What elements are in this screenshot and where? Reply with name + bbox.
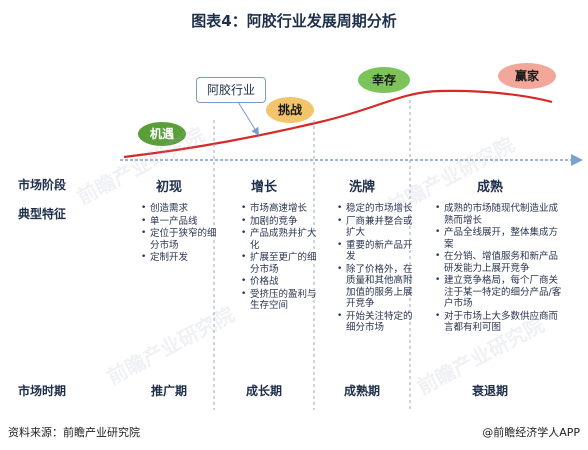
phase-name-2: 增长 xyxy=(250,180,277,195)
feature-item: 创造需求 xyxy=(141,203,220,215)
badge-opportunity: 机遇 xyxy=(138,122,186,146)
row-label-features: 典型特征 xyxy=(18,207,67,221)
feature-item: 单一产品线 xyxy=(141,216,220,228)
feature-item: 定位于狭窄的细分市场 xyxy=(141,228,220,251)
phase-features-4: 成熟的市场随现代制造业成熟而增长 产品全线展开，整体集成方案 在分销、增值服务和… xyxy=(434,203,566,335)
feature-item: 产品全线展开，整体集成方案 xyxy=(435,227,566,250)
phase-name-3: 洗牌 xyxy=(348,180,375,195)
feature-item: 定制开发 xyxy=(141,252,220,264)
badge-challenge: 挑战 xyxy=(266,97,314,123)
feature-item: 建立竞争格局，每个厂商关注于某一特定的细分产品/客户市场 xyxy=(435,275,566,310)
feature-item: 成熟的市场随现代制造业成熟而增长 xyxy=(435,203,566,226)
badge-survival: 幸存 xyxy=(358,67,410,93)
badge-winner: 赢家 xyxy=(498,63,556,89)
phase-name-4: 成熟 xyxy=(476,180,503,195)
feature-item: 受挤压的盈利与生存空间 xyxy=(241,289,322,312)
phase-features-3: 稳定的市场增长 厂商兼并整合或扩大 重要的新产品开发 除了价格外，在质量和其他高… xyxy=(336,203,416,335)
page-title: 图表4：阿胶行业发展周期分析 xyxy=(191,12,397,30)
feature-item: 厂商兼并整合或扩大 xyxy=(337,216,416,239)
source-note: 资料来源：前瞻产业研究院 xyxy=(8,426,140,439)
period-name-4: 衰退期 xyxy=(471,384,508,398)
feature-item: 扩展至更广的细分市场 xyxy=(241,252,322,275)
brand-note: @前瞻经济学人APP xyxy=(482,426,580,439)
row-label-stage: 市场阶段 xyxy=(18,178,67,192)
feature-item: 重要的新产品开发 xyxy=(337,240,416,263)
industry-callout: 阿胶行业 xyxy=(196,77,266,103)
feature-item: 对于市场上大多数供应商而言都有利可图 xyxy=(435,311,566,334)
feature-item: 除了价格外，在质量和其他高附加值的服务上展开竞争 xyxy=(337,264,416,310)
phase-name-1: 初现 xyxy=(155,180,182,195)
feature-item: 加剧的竞争 xyxy=(241,216,322,228)
period-name-3: 成熟期 xyxy=(343,384,380,398)
period-name-2: 成长期 xyxy=(245,384,282,398)
row-label-period: 市场时期 xyxy=(18,384,67,398)
feature-item: 产品成熟并扩大化 xyxy=(241,228,322,251)
feature-item: 市场高速增长 xyxy=(241,203,322,215)
feature-item: 在分销、增值服务和新产品研发能力上展开竞争 xyxy=(435,251,566,274)
callout-pointer xyxy=(237,101,260,136)
phase-features-1: 创造需求 单一产品线 定位于狭窄的细分市场 定制开发 xyxy=(140,203,220,265)
lifecycle-curve xyxy=(123,89,553,159)
phase-features-2: 市场高速增长 加剧的竞争 产品成熟并扩大化 扩展至更广的细分市场 价格战 受挤压… xyxy=(240,203,322,313)
feature-item: 价格战 xyxy=(241,276,322,288)
period-name-1: 推广期 xyxy=(150,384,187,398)
feature-item: 稳定的市场增长 xyxy=(337,203,416,215)
feature-item: 开始关注特定的细分市场 xyxy=(337,311,416,334)
